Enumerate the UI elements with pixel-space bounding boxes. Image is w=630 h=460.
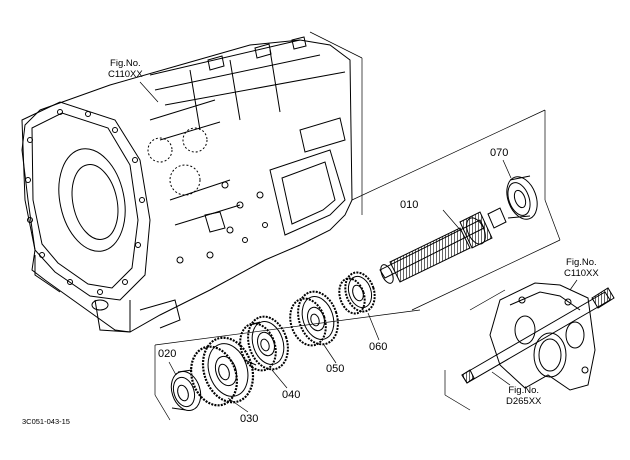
bearing-070 [506,175,538,220]
gear-030 [190,336,255,407]
callout-010[interactable]: 010 [400,199,419,211]
shaft-010 [379,207,507,284]
fig-ref-cover-line1: Fig.No. [566,257,597,268]
fig-ref-shaft-line2: D265XX [506,396,542,407]
rear-cover [461,282,615,391]
callout-020[interactable]: 020 [158,348,177,360]
transmission-housing [21,36,353,333]
bearing-020 [170,369,202,412]
callout-070[interactable]: 070 [490,147,509,159]
fig-ref-cover[interactable]: Fig.No. C110XX [564,257,599,279]
fig-ref-shaft-line1: Fig.No. [508,385,539,396]
callout-040[interactable]: 040 [282,389,301,401]
gear-040 [239,315,289,372]
fig-ref-housing[interactable]: Fig.No. C110XX [108,58,143,80]
gear-050 [289,290,339,347]
fig-ref-housing-line2: C110XX [108,69,143,80]
callout-060[interactable]: 060 [369,341,388,353]
framing-lines [154,31,561,421]
drawing-code: 3C051-043-15 [22,417,70,426]
fig-ref-cover-line2: C110XX [564,268,599,279]
leader-lines [139,81,578,413]
fig-ref-housing-line1: Fig.No. [110,58,141,69]
fig-ref-shaft[interactable]: Fig.No. D265XX [506,385,541,407]
callout-050[interactable]: 050 [326,363,345,375]
callout-030[interactable]: 030 [240,413,259,425]
gear-060 [338,271,376,315]
